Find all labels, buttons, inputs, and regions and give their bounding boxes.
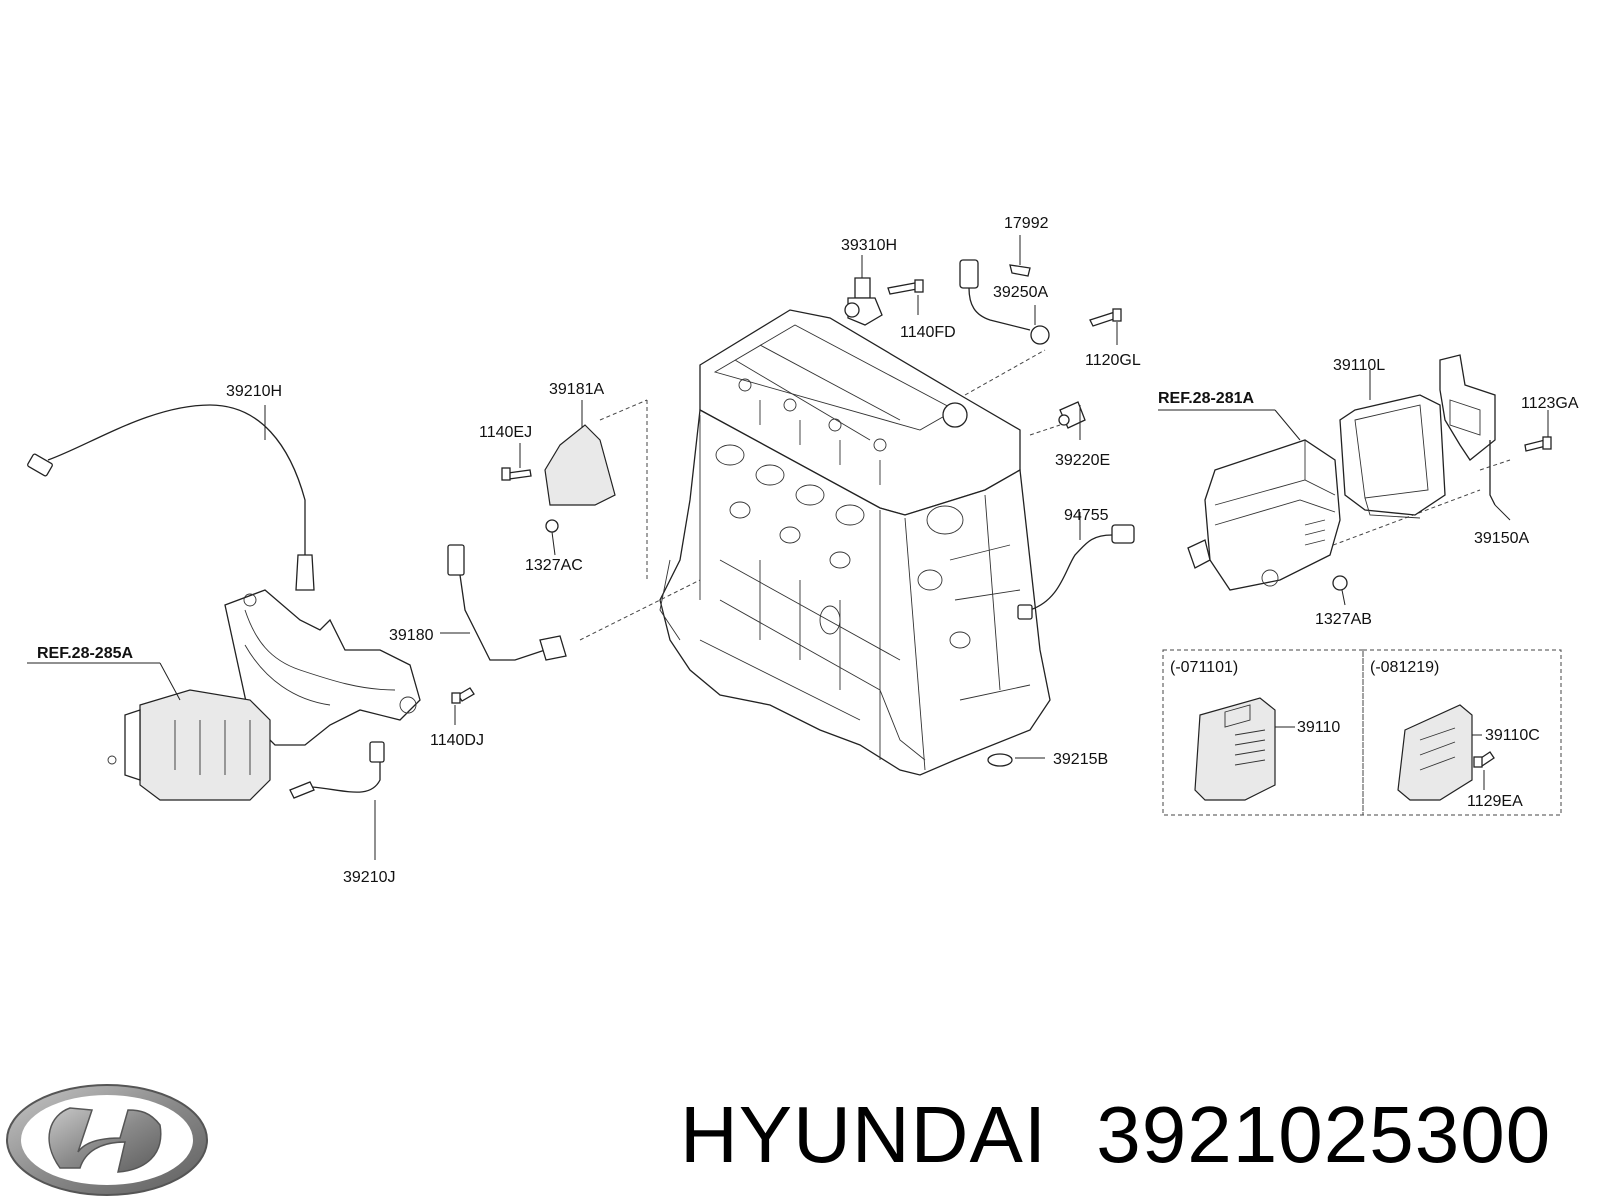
bolt-1140fd	[887, 279, 924, 315]
ref-label-left: REF.28-285A	[37, 645, 133, 662]
label-39110c: 39110C	[1485, 727, 1540, 744]
label-94755: 94755	[1064, 507, 1109, 524]
wiring-harness-94755	[1017, 512, 1135, 620]
label-39220e: 39220E	[1055, 452, 1110, 469]
coolant-temp-sensor	[1058, 401, 1086, 440]
variant-box-right-title: (-081219)	[1370, 659, 1439, 676]
footer-title: HYUNDAI 3921025300	[680, 1085, 1551, 1185]
ecu-39110l	[1339, 370, 1446, 519]
label-39110l: 39110L	[1333, 357, 1385, 374]
label-1129ea: 1129EA	[1467, 793, 1523, 810]
bolt-1120gl	[1089, 308, 1122, 345]
label-39310h: 39310H	[841, 237, 897, 254]
label-17992: 17992	[1004, 215, 1049, 232]
label-1123ga: 1123GA	[1521, 395, 1579, 412]
label-39210j: 39210J	[343, 869, 396, 886]
footer-part-number: 3921025300	[1096, 1090, 1552, 1179]
catalytic-converter	[107, 689, 271, 801]
ecu-bracket-39150a	[1439, 354, 1511, 521]
label-1140fd: 1140FD	[900, 324, 956, 341]
ecu-cover-assembly	[1158, 409, 1341, 591]
plug-39215b	[987, 753, 1045, 767]
heat-shield	[501, 400, 616, 556]
label-39181a: 39181A	[549, 381, 604, 398]
label-39180: 39180	[389, 627, 434, 644]
variant-box-left-title: (-071101)	[1170, 659, 1238, 676]
variant-box-right	[1362, 649, 1562, 816]
exhaust-manifold	[224, 589, 421, 746]
crank-position-sensor	[440, 544, 567, 725]
ref-label-right: REF.28-281A	[1158, 390, 1254, 407]
label-1120gl: 1120GL	[1085, 352, 1141, 369]
oxygen-sensor-upper	[27, 404, 315, 591]
nut-1327ab	[1332, 575, 1348, 606]
engine-block	[659, 309, 1051, 776]
reference-lines	[579, 349, 1511, 641]
label-1327ac: 1327AC	[525, 557, 583, 574]
label-39215b: 39215B	[1053, 751, 1108, 768]
bolt-1123ga	[1524, 410, 1552, 452]
label-39150a: 39150A	[1474, 530, 1529, 547]
ref-left-leader	[159, 662, 181, 701]
label-39110: 39110	[1297, 719, 1340, 736]
label-39250a: 39250A	[993, 284, 1048, 301]
oxygen-sensor-lower	[289, 741, 385, 860]
knock-sensor	[959, 235, 1050, 345]
label-1327ab: 1327AB	[1315, 611, 1372, 628]
footer-brand: HYUNDAI	[680, 1090, 1048, 1179]
label-1140dj: 1140DJ	[430, 732, 484, 749]
label-39210h: 39210H	[226, 383, 282, 400]
hyundai-logo-icon	[6, 1084, 208, 1196]
label-1140ej: 1140EJ	[479, 424, 532, 441]
cam-position-sensor	[844, 255, 883, 326]
variant-box-left	[1162, 649, 1364, 816]
